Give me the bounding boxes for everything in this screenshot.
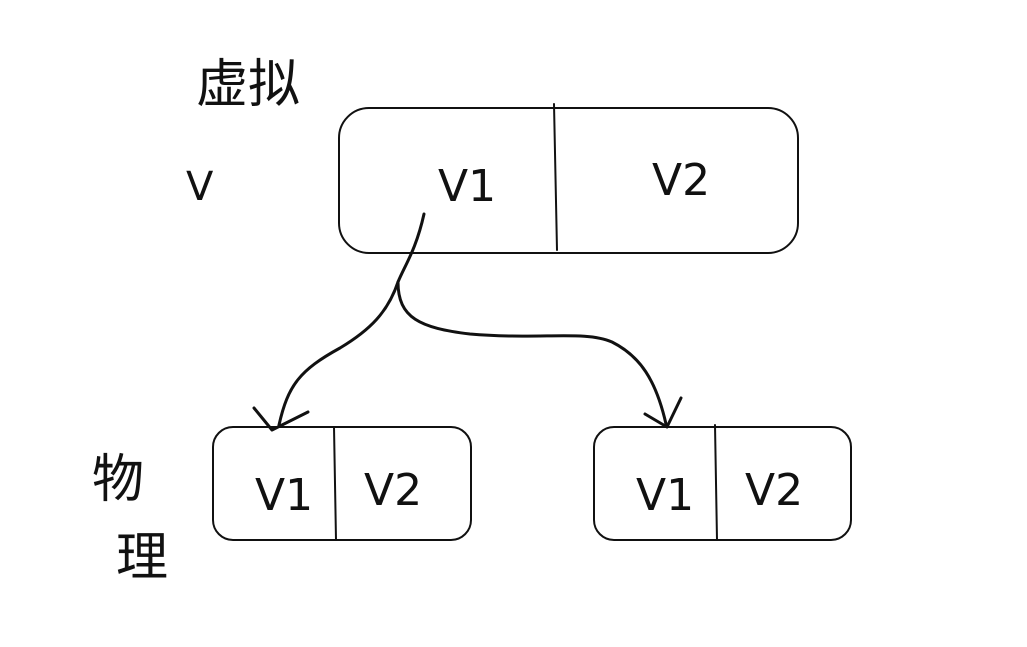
mapping-arrow-to-physical-2: [396, 280, 668, 426]
physical-block-2-outline: [593, 426, 852, 541]
arrowhead-physical-2: [643, 396, 683, 429]
arrowhead-physical-1: [252, 406, 310, 432]
physical-1-cell-v2: V2: [364, 465, 422, 516]
physical-title-char-2: 理: [116, 528, 168, 588]
virtual-variable-label: V: [186, 164, 214, 210]
physical-block-1-outline: [212, 426, 472, 541]
physical-2-cell-v1: V1: [636, 470, 694, 521]
physical-2-cell-v2: V2: [745, 465, 803, 516]
virtual-memory-block: V1 V2: [338, 103, 799, 254]
mapping-arrow-to-physical-1: [277, 212, 426, 427]
virtual-title: 虚拟: [196, 55, 300, 115]
virtual-block-outline: [338, 107, 799, 254]
physical-block-2-divider: [714, 424, 718, 541]
physical-memory-block-1: V1 V2: [212, 426, 472, 541]
physical-title-char-1: 物: [92, 450, 144, 510]
virtual-cell-v1: V1: [438, 161, 496, 212]
virtual-block-divider: [553, 103, 558, 251]
physical-1-cell-v1: V1: [255, 470, 313, 521]
physical-memory-block-2: V1 V2: [593, 424, 852, 541]
physical-block-1-divider: [333, 426, 337, 541]
virtual-cell-v2: V2: [652, 155, 710, 206]
